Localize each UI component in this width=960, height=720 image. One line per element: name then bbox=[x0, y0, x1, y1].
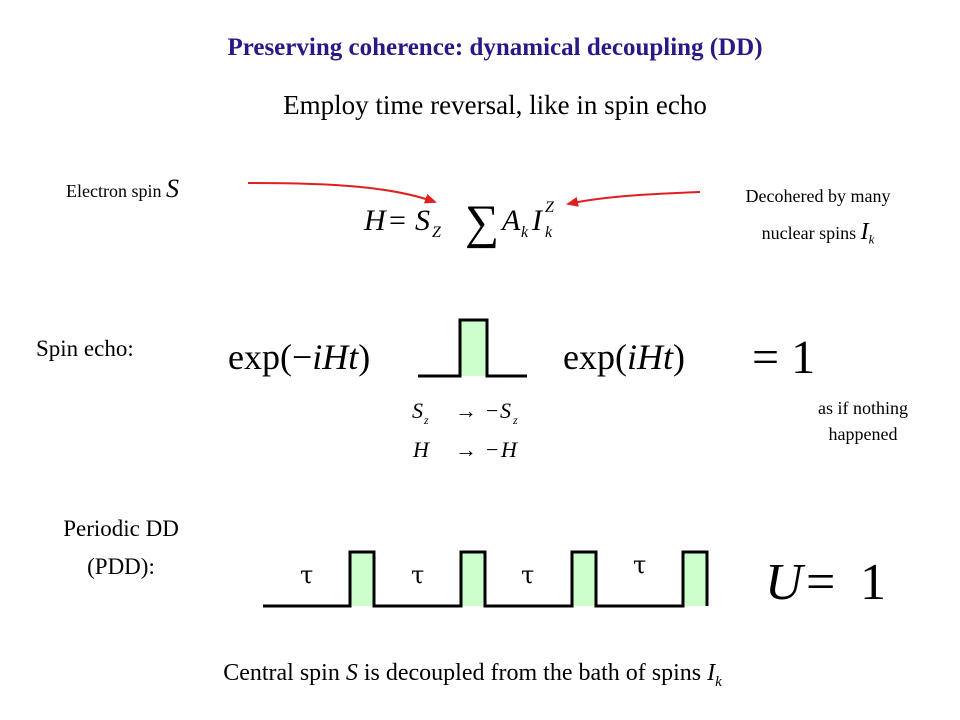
svg-text:−: − bbox=[486, 398, 498, 423]
pdd-label: Periodic DD (PDD): bbox=[26, 510, 216, 586]
note-line1: as if nothing bbox=[818, 398, 908, 418]
pdd-label-line1: Periodic DD bbox=[63, 516, 179, 541]
svg-text:z: z bbox=[512, 413, 518, 427]
exp-minus-operator: exp(−iHt) bbox=[228, 337, 370, 377]
svg-text:−: − bbox=[486, 437, 498, 462]
spin-echo-equation: exp(−iHt) exp(iHt) = 1 bbox=[228, 331, 815, 384]
bath-label: Decohered by many nuclear spins Ik bbox=[690, 178, 946, 258]
svg-text:k: k bbox=[521, 224, 529, 241]
tau-label: τ bbox=[411, 561, 424, 589]
svg-text:S: S bbox=[415, 204, 430, 237]
svg-text:S: S bbox=[500, 398, 511, 423]
echo-result: = 1 bbox=[752, 331, 815, 384]
bath-symbol: I bbox=[860, 219, 869, 245]
svg-text:Z: Z bbox=[432, 224, 442, 241]
footer-caption: Central spin S is decoupled from the bat… bbox=[0, 660, 945, 691]
electron-arrow bbox=[247, 182, 437, 204]
electron-spin-text: Electron spin bbox=[66, 181, 162, 201]
svg-text:U: U bbox=[765, 554, 806, 611]
pdd-pulse bbox=[350, 552, 374, 606]
tau-label: τ bbox=[521, 561, 534, 589]
svg-text:k: k bbox=[545, 224, 553, 241]
footer-s-symbol: S bbox=[345, 660, 358, 686]
bath-subscript: k bbox=[868, 231, 875, 247]
hamiltonian-equation: H = S Z ∑ A k I Z k bbox=[363, 196, 555, 249]
footer-i-symbol: I bbox=[707, 660, 716, 686]
pdd-pulse bbox=[683, 552, 707, 606]
svg-text:S: S bbox=[412, 398, 423, 423]
bath-label-line2-row: nuclear spins Ik bbox=[690, 214, 946, 258]
svg-text:Z: Z bbox=[545, 199, 555, 216]
spin-transformations: S z → − S z H → − H bbox=[412, 398, 518, 462]
pdd-pulse bbox=[461, 552, 485, 606]
svg-text:A: A bbox=[500, 204, 521, 237]
electron-spin-symbol: S bbox=[165, 174, 179, 203]
note-line2: happened bbox=[828, 424, 898, 444]
tau-label: τ bbox=[300, 561, 313, 589]
svg-text:I: I bbox=[531, 204, 544, 237]
svg-text:1: 1 bbox=[860, 554, 886, 611]
pdd-waveform bbox=[263, 550, 709, 608]
bath-label-line2: nuclear spins bbox=[761, 223, 857, 243]
electron-spin-label: Electron spin S bbox=[66, 174, 179, 204]
page-subtitle: Employ time reversal, like in spin echo bbox=[283, 90, 707, 120]
svg-text:→: → bbox=[455, 398, 477, 423]
footer-text-2: is decoupled from the bath of spins bbox=[357, 660, 708, 686]
svg-text:=: = bbox=[389, 204, 406, 237]
bath-arrow bbox=[566, 191, 701, 207]
svg-text:H: H bbox=[363, 204, 388, 237]
exp-plus-operator: exp(iHt) bbox=[563, 337, 685, 377]
svg-text:∑: ∑ bbox=[465, 196, 499, 249]
svg-text:z: z bbox=[423, 413, 429, 427]
footer-subscript: k bbox=[715, 673, 722, 690]
pdd-result: U = 1 bbox=[765, 554, 886, 611]
footer-text-1: Central spin bbox=[223, 660, 346, 686]
bath-label-line1: Decohered by many bbox=[745, 186, 891, 206]
page-title: Preserving coherence: dynamical decoupli… bbox=[227, 34, 763, 61]
spin-echo-pulse bbox=[418, 318, 527, 378]
svg-text:=: = bbox=[806, 554, 835, 611]
as-if-nothing-note: as if nothing happened bbox=[788, 395, 938, 447]
svg-text:H: H bbox=[500, 437, 518, 462]
tau-label: τ bbox=[633, 551, 646, 579]
svg-text:H: H bbox=[412, 437, 430, 462]
pdd-label-line2: (PDD): bbox=[87, 554, 155, 579]
svg-text:→: → bbox=[455, 437, 477, 462]
spin-echo-label: Spin echo: bbox=[36, 336, 134, 361]
pdd-pulse bbox=[572, 552, 596, 606]
